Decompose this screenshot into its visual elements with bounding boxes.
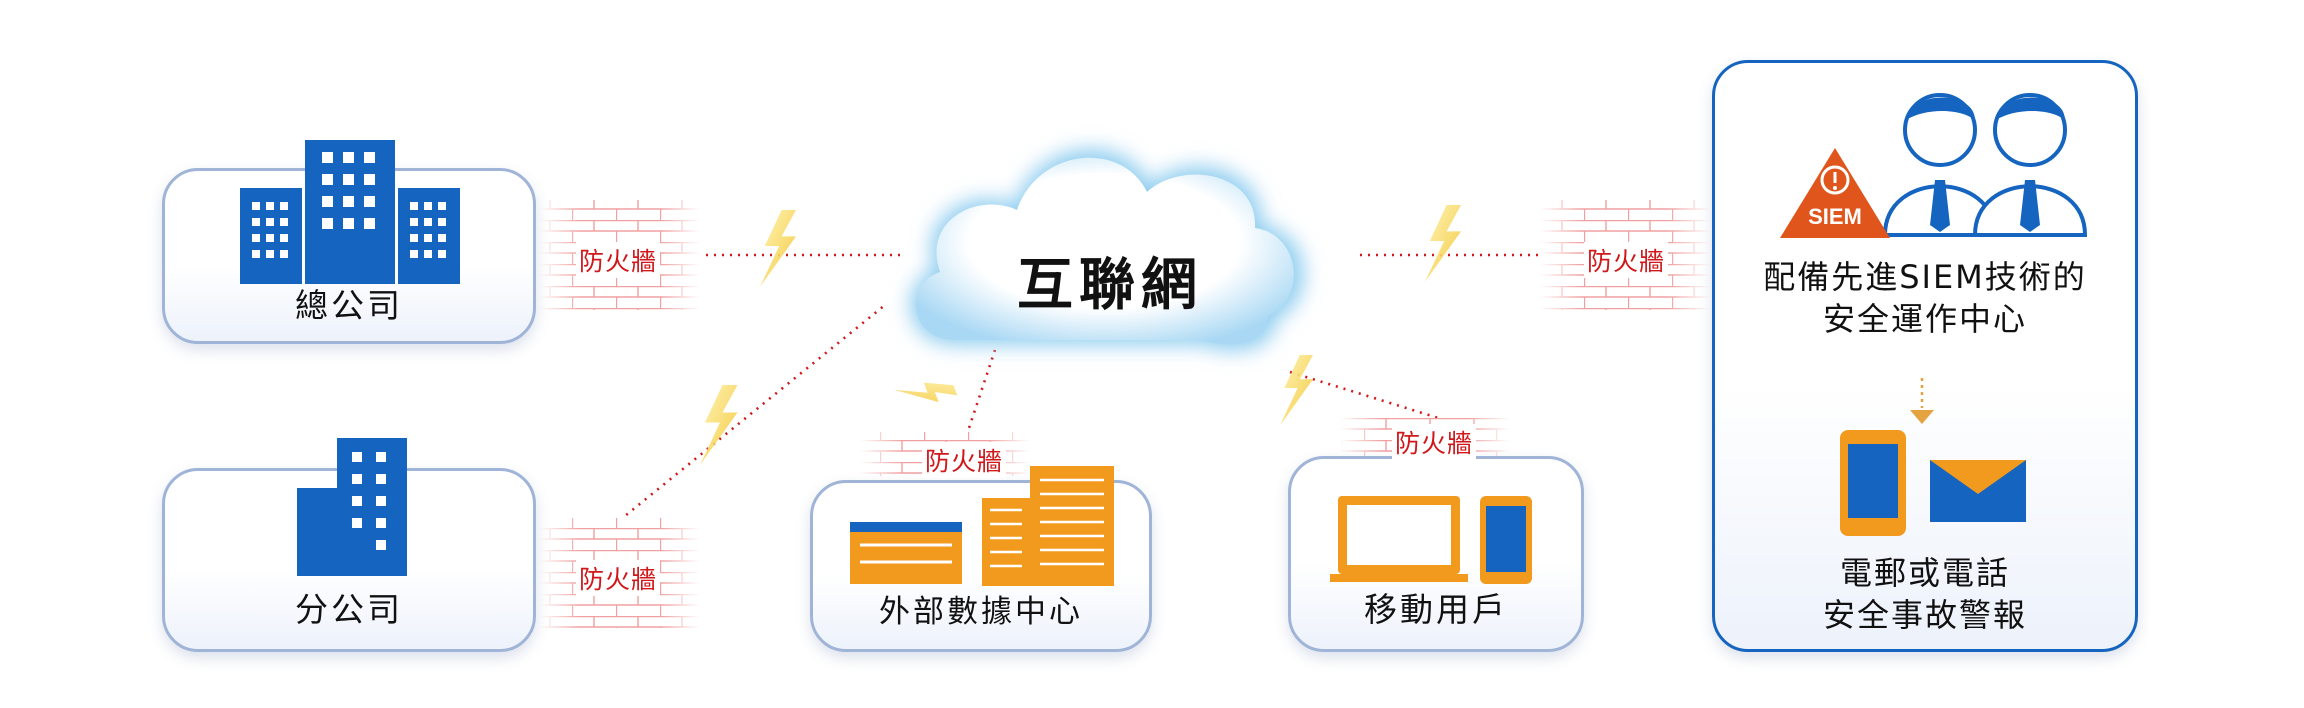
bolt-icon-soc <box>1425 205 1461 282</box>
headquarters-card: 總公司 <box>162 168 536 344</box>
branch-label: 分公司 <box>295 590 403 629</box>
internet-label: 互聯網 <box>1017 253 1203 318</box>
headquarters-label: 總公司 <box>295 286 403 325</box>
soc-title-line2: 安全運作中心 <box>1822 300 2027 338</box>
alert-line2: 安全事故警報 <box>1822 596 2027 634</box>
mobile-card: 移動用戶 <box>1288 456 1584 652</box>
branch-card: 分公司 <box>162 468 536 652</box>
firewall-label-datacenter: 防火牆 <box>922 442 1007 478</box>
siem-badge: SIEM <box>1808 204 1862 229</box>
internet-cloud-icon <box>910 149 1304 351</box>
alert-line1: 電郵或電話 <box>1839 554 2010 592</box>
firewall-label-mobile: 防火牆 <box>1392 424 1477 460</box>
bolt-icon-datacenter <box>893 370 958 416</box>
firewall-label-soc: 防火牆 <box>1584 242 1669 278</box>
firewall-label-hq: 防火牆 <box>576 242 661 278</box>
bolt-icon-hq <box>760 210 796 287</box>
mobile-label: 移動用戶 <box>1364 590 1508 629</box>
soc-title-line1: 配備先進SIEM技術的 <box>1763 258 2087 296</box>
firewall-hq <box>540 200 700 310</box>
bolt-icon-branch <box>700 385 738 465</box>
bolt-icon-mobile <box>1280 355 1313 426</box>
datacenter-card: 外部數據中心 <box>810 480 1152 652</box>
datacenter-label: 外部數據中心 <box>879 594 1083 630</box>
firewall-label-branch: 防火牆 <box>576 560 661 596</box>
